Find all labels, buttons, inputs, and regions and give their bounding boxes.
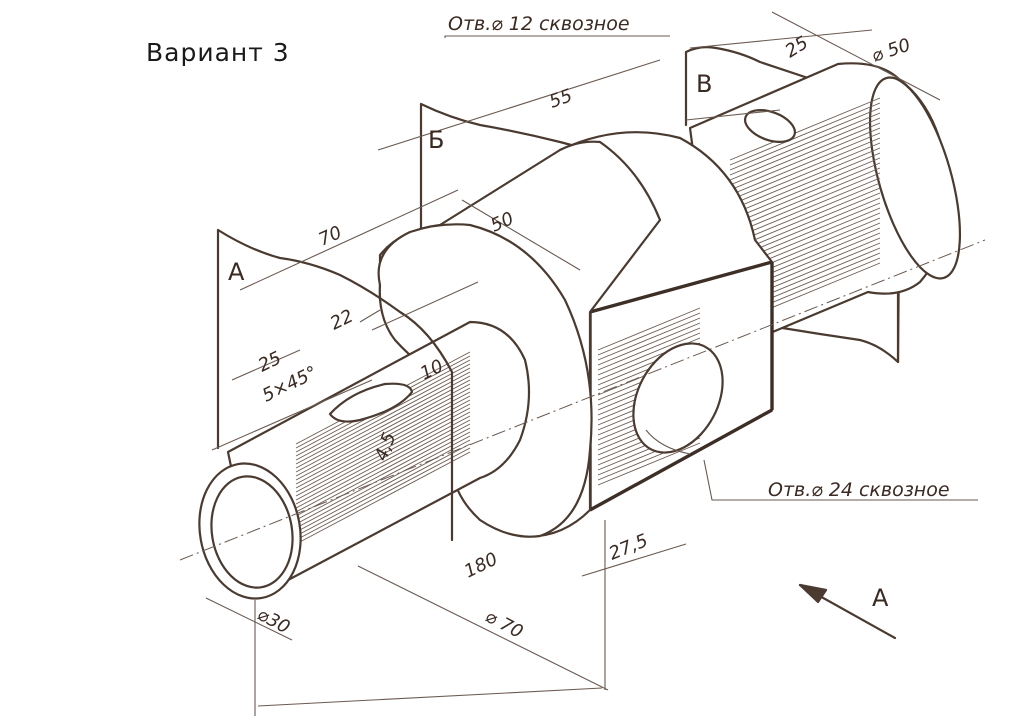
hatch-line [295, 439, 471, 533]
dim-dia-50: ⌀ 50 [869, 35, 913, 67]
hatch-line [295, 383, 471, 477]
hatch-line [295, 395, 471, 489]
hatch-line [295, 447, 471, 541]
hatch-line [729, 122, 881, 186]
hatch-line [729, 107, 881, 171]
section-plane-a [216, 228, 454, 542]
left-shaft-hatching [295, 351, 471, 545]
hatch-line [295, 375, 471, 469]
hatch-line [295, 411, 471, 505]
dim-180: 180 [461, 549, 501, 583]
note-hole-24: Отв.⌀ 24 сквозное [768, 479, 950, 501]
hatch-line [729, 97, 881, 161]
hatch-line [729, 152, 881, 216]
hatch-line [729, 147, 881, 211]
keyway-slot [328, 382, 414, 423]
dim-27-5: 27,5 [606, 530, 651, 564]
hatch-line [295, 379, 471, 473]
hatch-line [729, 132, 881, 196]
view-arrow-label: A [872, 584, 889, 612]
hatch-line [295, 423, 471, 517]
note-hole-12: Отв.⌀ 12 сквозное [448, 13, 630, 35]
hatch-line [729, 127, 881, 191]
section-label-b: Б [428, 126, 444, 154]
view-arrow-a [798, 583, 897, 640]
hatch-line [729, 167, 881, 231]
hatch-line [729, 117, 881, 181]
hatch-line [295, 407, 471, 501]
dim-dia-30: ⌀30 [254, 604, 294, 638]
hatch-line [729, 157, 881, 221]
hatch-line [729, 162, 881, 226]
hatch-line [295, 431, 471, 525]
hatch-line [295, 399, 471, 493]
hatch-line [597, 442, 701, 486]
hatch-line [295, 367, 471, 461]
dim-dia-70: ⌀ 70 [482, 606, 527, 643]
hatch-line [597, 332, 701, 376]
hatch-line [295, 451, 471, 545]
hatch-line [729, 137, 881, 201]
hatch-line [729, 172, 881, 236]
variant-title: Вариант 3 [146, 38, 290, 67]
dim-70: 70 [315, 222, 344, 251]
hatch-line [729, 102, 881, 166]
left-shaft-chamfer [210, 475, 294, 589]
hatch-line [295, 419, 471, 513]
hatch-line [295, 387, 471, 481]
axis-centre-line [179, 239, 986, 561]
hatch-line [597, 307, 701, 351]
hatch-line [295, 371, 471, 465]
section-label-v: В [696, 70, 712, 98]
hatch-line [729, 142, 881, 206]
hatch-line [597, 322, 701, 366]
hatch-line [597, 317, 701, 361]
hole-12-ellipse [744, 109, 796, 143]
dim-55: 55 [547, 85, 576, 113]
dim-22: 22 [327, 306, 357, 335]
section-label-a: А [228, 258, 245, 286]
dimension-lines [205, 11, 978, 716]
right-shaft-hatching [729, 97, 881, 326]
hatch-line [295, 435, 471, 529]
hatch-line [295, 415, 471, 509]
hatch-line [295, 443, 471, 537]
hatch-line [597, 327, 701, 371]
hatch-line [729, 182, 881, 246]
hatch-line [295, 391, 471, 485]
hatch-line [729, 177, 881, 241]
hatch-line [597, 312, 701, 356]
left-shaft [198, 320, 531, 600]
hatch-line [295, 427, 471, 521]
dim-25-left: 25 [255, 348, 285, 377]
hatch-line [295, 403, 471, 497]
hatch-line [729, 112, 881, 176]
